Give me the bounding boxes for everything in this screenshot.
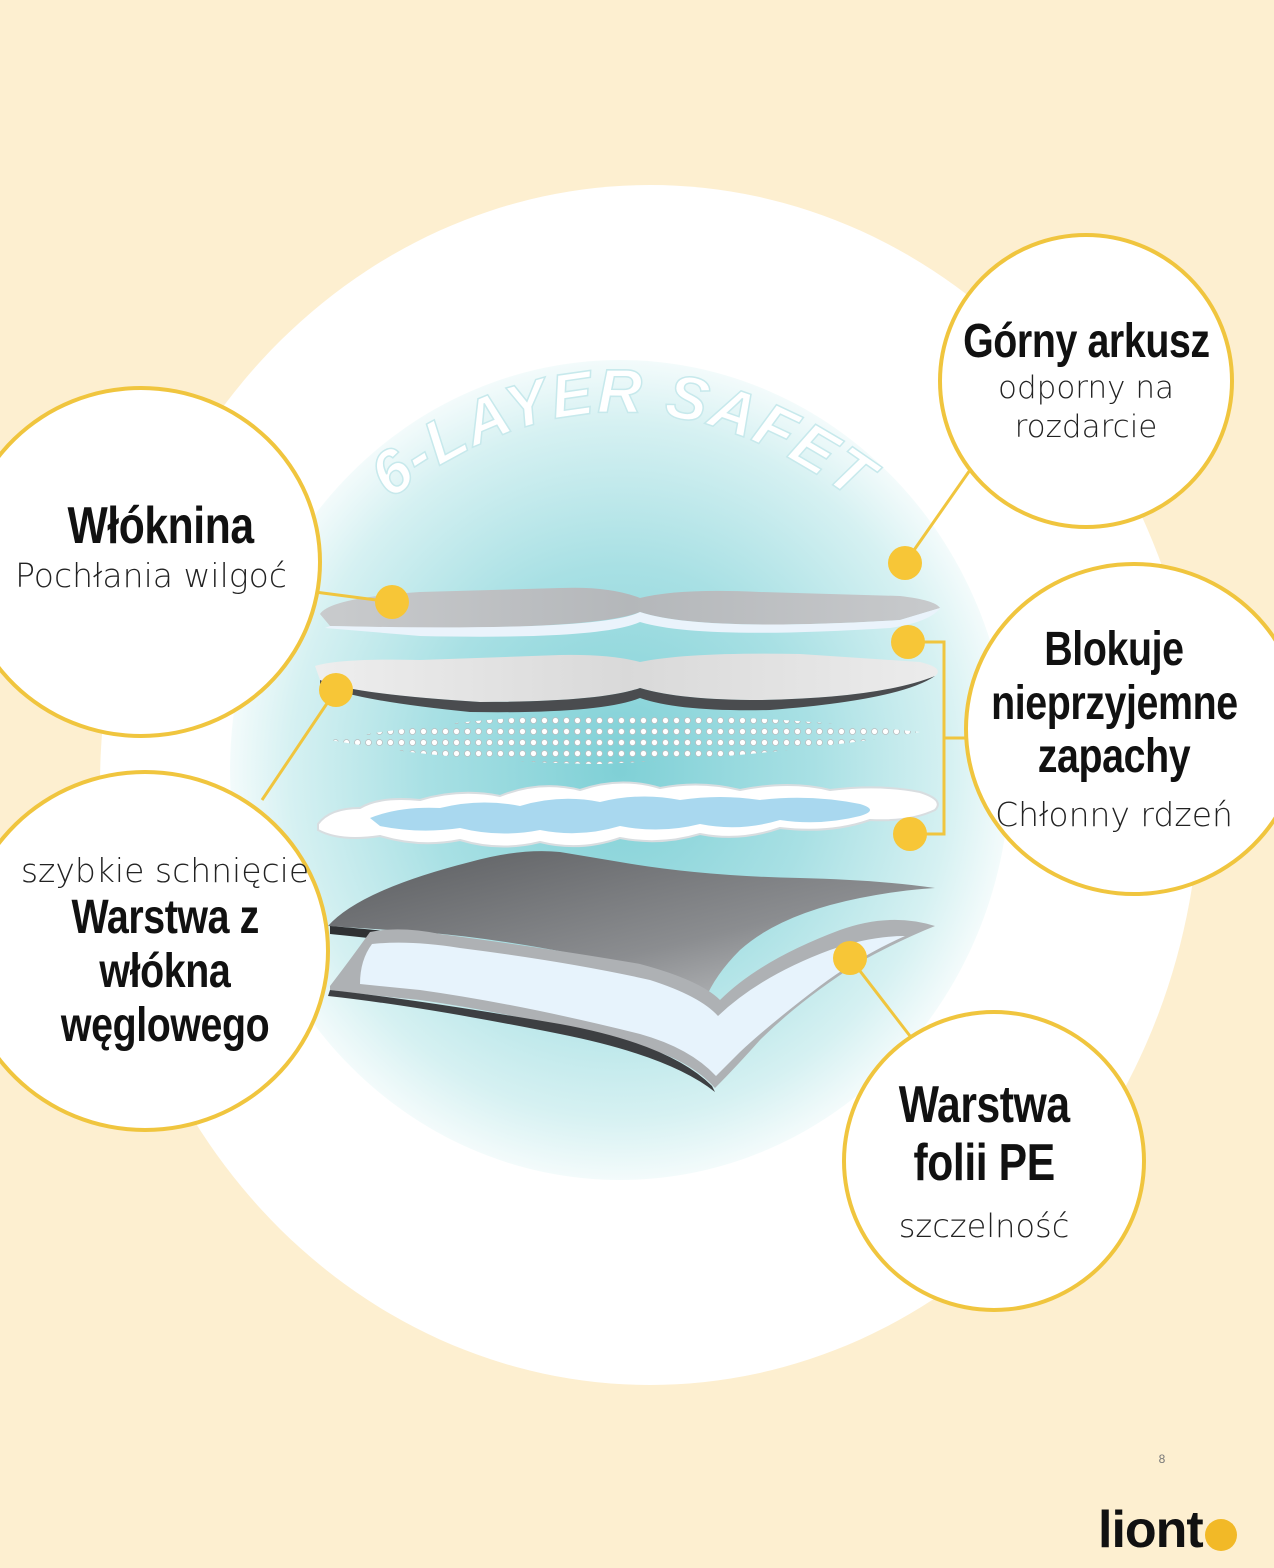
odor-title-line-2: nieprzyjemne <box>990 676 1238 730</box>
top-sheet-subtitle-line-2: rozdarcie <box>1014 408 1158 445</box>
layer-dotted <box>330 714 920 764</box>
bubble-nonwoven: Włóknina Pochłania wilgoć <box>0 386 322 738</box>
bubble-odor: Blokuje nieprzyjemne zapachy Chłonny rdz… <box>964 562 1274 896</box>
carbon-title-line-1: Warstwa z <box>71 891 259 944</box>
dot-nonwoven <box>375 585 409 619</box>
pe-film-subtitle: szczelność <box>898 1207 1070 1246</box>
carbon-title-line-2: włókna <box>99 944 231 998</box>
bubble-pe-film: Warstwa folii PE szczelność <box>842 1010 1146 1312</box>
pe-film-title-line-1: Warstwa <box>898 1075 1070 1134</box>
page-number: 8 <box>1158 1452 1166 1466</box>
odor-title-line-3: zapachy <box>1037 730 1191 784</box>
nonwoven-subtitle: Pochłania wilgoć <box>15 556 287 596</box>
bubble-carbon-fibre: szybkie schnięcie Warstwa z włókna węglo… <box>0 770 330 1132</box>
dot-pe-film <box>833 941 867 975</box>
top-sheet-title: Górny arkusz <box>962 315 1210 369</box>
dot-odor-bottom <box>893 817 927 851</box>
dot-odor-top <box>891 625 925 659</box>
connector-dots <box>319 546 927 975</box>
layer-silver-sheet <box>315 653 938 713</box>
pe-film-title-line-2: folii PE <box>913 1134 1055 1192</box>
nonwoven-title: Włóknina <box>67 497 255 556</box>
layer-absorbent-core <box>317 781 939 848</box>
brand-logo: liont <box>1098 1500 1237 1560</box>
lion-o-logo-icon <box>1204 1519 1237 1551</box>
layer-pe-film <box>328 919 935 1092</box>
dot-top-sheet <box>888 546 922 580</box>
carbon-subtitle: szybkie schnięcie <box>20 850 310 890</box>
odor-title-line-1: Blokuje <box>1044 622 1184 676</box>
bubble-top-sheet: Górny arkusz odporny na rozdarcie <box>938 233 1234 529</box>
logo-text: liont <box>1098 1501 1204 1559</box>
dot-carbon <box>319 673 353 707</box>
layer-top-sheet <box>320 587 940 637</box>
carbon-title-line-3: węglowego <box>60 998 270 1052</box>
top-sheet-subtitle-line-1: odporny na <box>998 370 1174 407</box>
layer-carbon-fibre <box>328 851 935 1000</box>
odor-subtitle: Chłonny rdzeń <box>995 795 1233 834</box>
